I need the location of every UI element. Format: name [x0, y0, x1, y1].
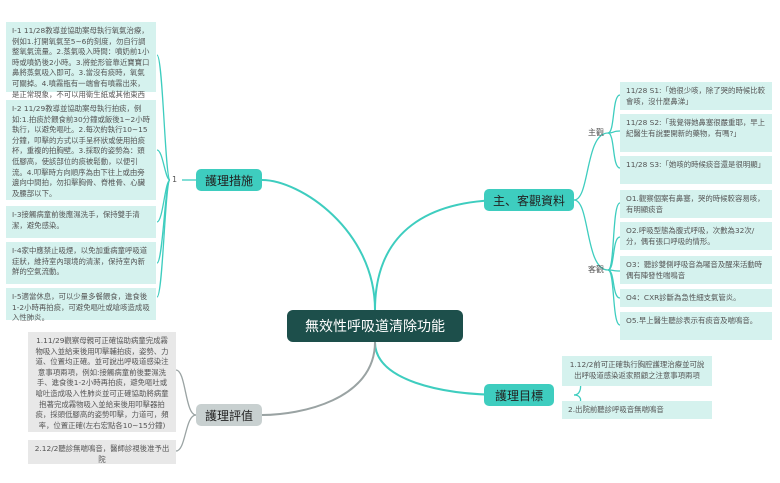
- subjective-item-2[interactable]: 11/28 S2:「我覺得她鼻塞很嚴重耶，早上紀醫生有說要開新的藥物，有嗎?」: [620, 114, 772, 152]
- goal-item-1[interactable]: 1.12/2前可正確執行胸腔護理治療並可說出呼吸道感染返家照顧之注意事項兩項: [562, 356, 712, 386]
- objective-item-2[interactable]: O2.呼吸型態為腹式呼吸，次數為32次/分，偶有張口呼吸的情形。: [620, 222, 772, 250]
- subjective-label[interactable]: 主觀: [588, 128, 604, 137]
- goal-item-2[interactable]: 2.出院前聽診呼吸音無喘鳴音: [562, 401, 712, 419]
- care-item-1[interactable]: I-1 11/28教導並協助案母執行氧氣治療，例如1.打開氧氣至5~6的刻度，勿…: [6, 22, 156, 109]
- care-item-3[interactable]: I-3接觸病童前後應濕洗手，保持雙手清潔，避免感染。: [6, 206, 156, 238]
- objective-label[interactable]: 客觀: [588, 265, 604, 274]
- subjective-item-1[interactable]: 11/28 S1:「她很少咳，除了哭的時候比較會咳，沒什麼鼻涕」: [620, 82, 772, 110]
- objective-item-3[interactable]: O3：聽診雙側呼吸音為囉音及醒來活動時偶有陣發性喘鳴音: [620, 256, 772, 284]
- branch-nursing-care[interactable]: 護理措施: [196, 169, 262, 191]
- link-center-goal: [374, 341, 506, 396]
- branch-evaluation[interactable]: 護理評值: [196, 404, 262, 426]
- evaluation-item-2[interactable]: 2.12/2聽診無喘鳴音，醫師診視後准予出院: [28, 440, 176, 464]
- link-center-eval: [261, 341, 376, 416]
- central-topic[interactable]: 無效性呼吸道清除功能: [287, 310, 463, 342]
- link-center-subj: [374, 199, 506, 311]
- connector-label: 1: [172, 175, 178, 184]
- subjective-item-3[interactable]: 11/28 S3:「她咳的時候痰音還是很明顯」: [620, 156, 772, 184]
- care-item-4[interactable]: I-4家中應禁止吸煙，以免加重病童呼吸道症狀，維持室內環境的清潔，保持室內新鮮的…: [6, 242, 156, 284]
- care-item-5[interactable]: I-5適當休息，可以少量多餐餵食，進食後1-2小時再拍痰，可避免嘔吐或嗆咳造成吸…: [6, 288, 156, 322]
- evaluation-item-1[interactable]: 1.11/29觀察母親可正確協助病童完成霧物吸入並給束後用叩擊輔拍痰，姿勢、力道…: [28, 332, 176, 432]
- care-item-2[interactable]: I-2 11/29教導並協助案母執行拍痰，例如:1.拍痰於餵食前30分鐘或飯後1…: [6, 100, 156, 200]
- objective-item-5[interactable]: O5.早上醫生聽診表示有痰音及喘鳴音。: [620, 312, 772, 340]
- objective-item-4[interactable]: O4：CXR診斷為急性細支氣管炎。: [620, 289, 772, 307]
- objective-item-1[interactable]: O1.觀察個案有鼻塞，哭的時候較容易咳，有明顯痰音: [620, 190, 772, 218]
- branch-subjective-objective[interactable]: 主、客觀資料: [484, 189, 574, 211]
- branch-goal[interactable]: 護理目標: [484, 384, 554, 406]
- link-center-care: [261, 179, 376, 311]
